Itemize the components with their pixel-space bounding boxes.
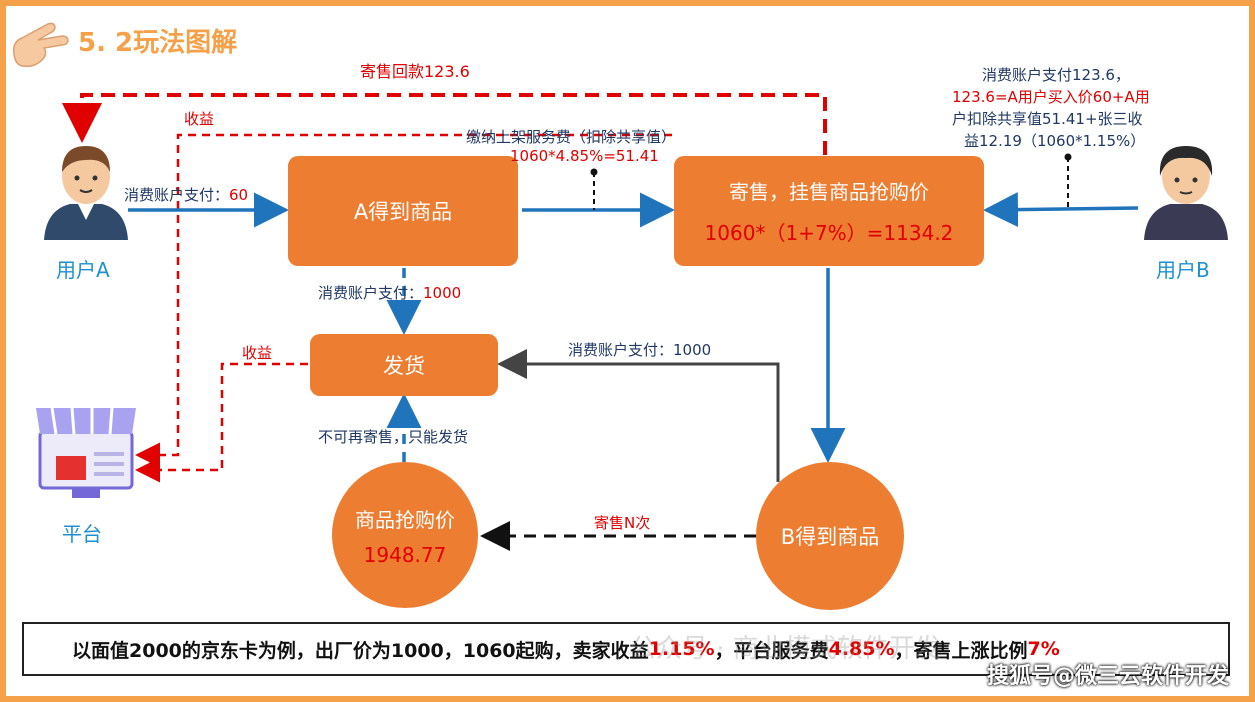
node-a-gets-product: A得到商品 bbox=[288, 156, 518, 266]
summary-text-3: ，寄售上涨比例 bbox=[894, 639, 1028, 662]
user-b-label: 用户B bbox=[1156, 258, 1210, 282]
label-user-b-payment-line3: 户扣除共享值51.41+张三收 bbox=[952, 110, 1143, 128]
node-rush-price-label: 商品抢购价 bbox=[355, 507, 455, 532]
faint-watermark: 公众号 · 商业模式软件开发 bbox=[630, 634, 941, 664]
label-income-mid: 收益 bbox=[242, 344, 273, 362]
summary-rise-rate: 7% bbox=[1027, 638, 1060, 660]
node-ship: 发货 bbox=[310, 334, 498, 396]
label-service-fee: 缴纳上架服务费（扣除共享值） bbox=[466, 128, 677, 146]
store-icon bbox=[36, 407, 136, 498]
summary-text-2: ，平台服务费 bbox=[714, 639, 829, 662]
node-a-gets-product-text: A得到商品 bbox=[353, 200, 453, 224]
pointing-hand-icon bbox=[12, 22, 69, 68]
page-title: 5. 2玩法图解 bbox=[78, 28, 238, 58]
label-a-ship-payment: 消费账户支付：1000 bbox=[318, 282, 461, 303]
label-income-top: 收益 bbox=[184, 110, 215, 128]
label-b-ship-payment: 消费账户支付：1000 bbox=[568, 341, 712, 359]
platform-label: 平台 bbox=[62, 522, 102, 546]
label-consign-refund: 寄售回款123.6 bbox=[360, 62, 470, 81]
user-a-label: 用户A bbox=[56, 258, 110, 282]
label-resell-n-times: 寄售N次 bbox=[594, 514, 651, 532]
node-ship-text: 发货 bbox=[383, 354, 425, 378]
node-rush-price-value: 1948.77 bbox=[363, 542, 447, 567]
label-user-a-payment: 消费账户支付：60 bbox=[124, 184, 248, 205]
user-a-avatar-icon bbox=[44, 146, 128, 240]
label-user-b-payment: 消费账户支付123.6， 123.6=A用户买入价60+A用 户扣除共享值51.… bbox=[952, 64, 1150, 152]
node-b-gets-product-text: B得到商品 bbox=[780, 525, 880, 549]
user-b-avatar-icon bbox=[1144, 146, 1228, 240]
node-consign-title: 寄售，挂售商品抢购价 bbox=[729, 180, 929, 204]
label-user-a-payment-value: 60 bbox=[229, 186, 249, 204]
summary-seller-rate: 1.15% bbox=[648, 638, 715, 660]
label-user-b-payment-line4: 益12.19（1060*1.15%） bbox=[964, 132, 1146, 150]
label-user-b-payment-line2: 123.6=A用户买入价60+A用 bbox=[952, 88, 1150, 106]
label-user-b-payment-line1: 消费账户支付123.6， bbox=[982, 66, 1130, 84]
summary-text-1: 以面值2000的京东卡为例，出厂价为1000，1060起购，卖家收益 bbox=[72, 639, 649, 662]
label-user-a-payment-prefix: 消费账户支付： bbox=[124, 186, 230, 204]
node-consign-price: 1060*（1+7%）=1134.2 bbox=[704, 221, 954, 245]
label-no-resell: 不可再寄售，只能发货 bbox=[318, 428, 469, 446]
node-consign: 寄售，挂售商品抢购价 1060*（1+7%）=1134.2 bbox=[674, 156, 984, 266]
summary-fee-rate: 4.85% bbox=[828, 638, 895, 660]
node-b-gets-product: B得到商品 bbox=[756, 462, 904, 610]
node-rush-price: 商品抢购价 1948.77 bbox=[332, 462, 478, 608]
label-service-fee-calc: 1060*4.85%=51.41 bbox=[510, 147, 659, 165]
label-a-ship-payment-prefix: 消费账户支付： bbox=[318, 284, 424, 302]
source-watermark: 搜狐号@微三云软件开发 bbox=[986, 664, 1229, 689]
label-a-ship-payment-value: 1000 bbox=[423, 284, 462, 302]
